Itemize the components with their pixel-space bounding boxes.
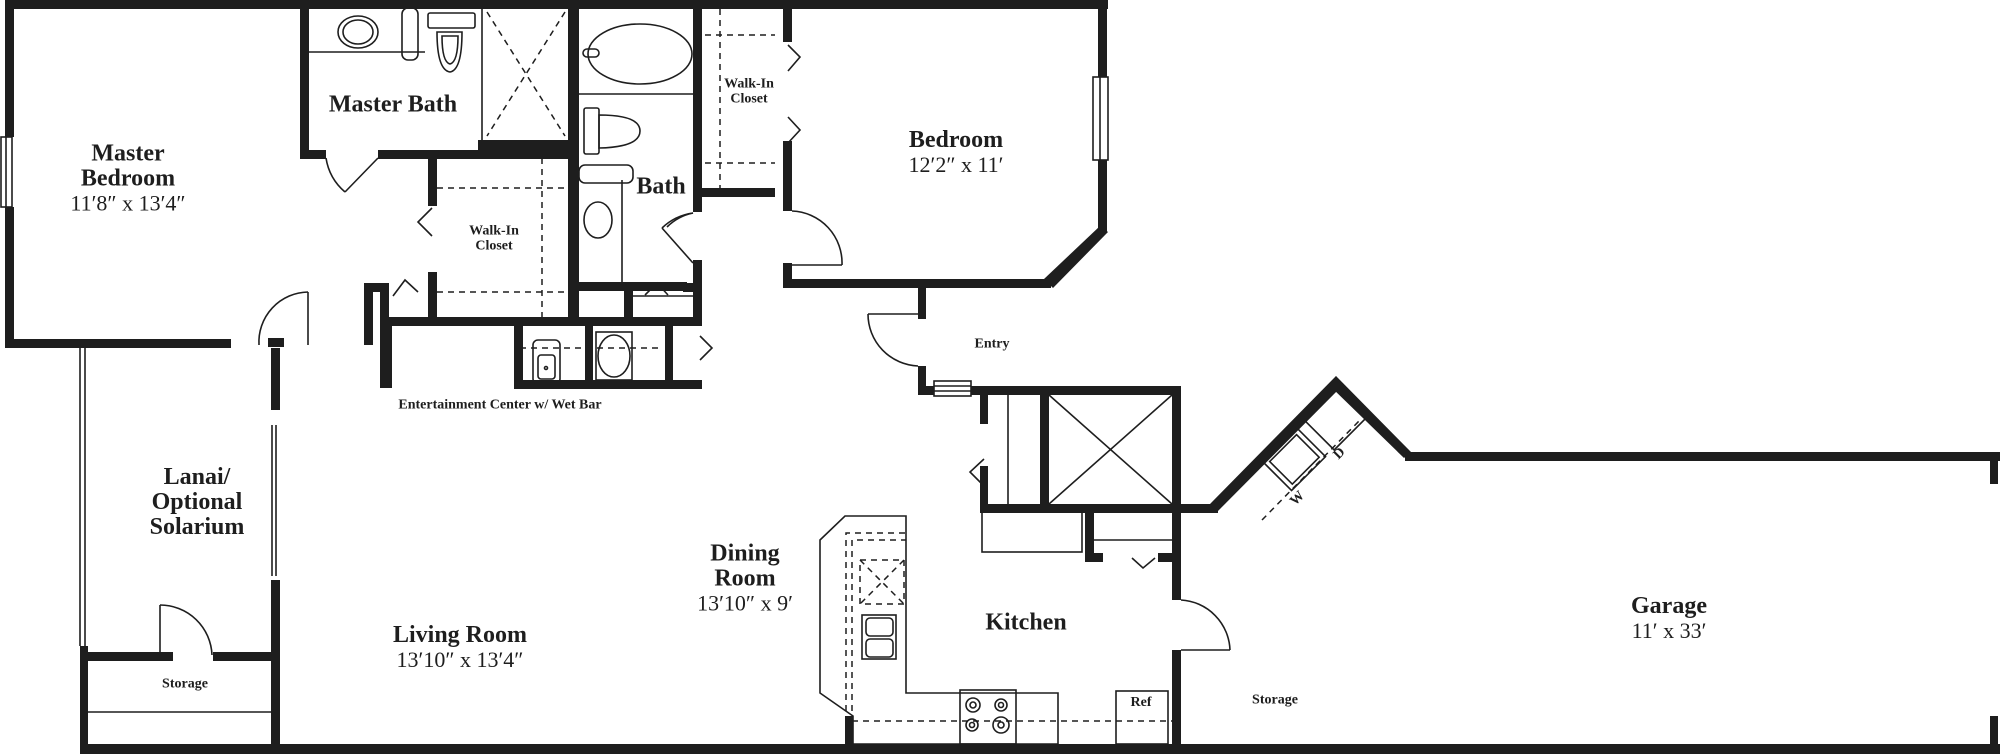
room-label-dining-room: Dining Room 13′10″ x 9′ — [697, 540, 793, 616]
room-name: Closet — [475, 238, 513, 253]
room-name: Entry — [974, 336, 1010, 352]
room-name: Living Room — [392, 621, 528, 648]
room-name: Solarium — [149, 514, 245, 541]
room-label-entertainment-center: Entertainment Center w/ Wet Bar — [398, 397, 602, 414]
room-name: Garage — [1631, 592, 1707, 619]
room-name: Lanai/ — [163, 464, 231, 491]
refrigerator-label: Ref — [1130, 695, 1152, 710]
room-label-bath: Bath — [636, 174, 685, 199]
room-label-entry: Entry — [974, 336, 1010, 353]
room-name: Kitchen — [985, 609, 1067, 636]
room-label-master-bedroom: Master Bedroom 11′8″ x 13′4″ — [70, 140, 186, 216]
room-name: Dining — [710, 540, 780, 567]
room-label-lanai: Lanai/ Optional Solarium — [150, 465, 245, 541]
room-name: Master — [91, 140, 165, 167]
room-name: Optional — [151, 489, 243, 516]
room-name: Bedroom — [908, 126, 1004, 153]
room-name: Room — [714, 565, 776, 592]
room-dimensions: 11′8″ x 13′4″ — [70, 190, 186, 216]
room-label-master-bath: Master Bath — [329, 92, 457, 117]
room-label-kitchen: Kitchen — [985, 610, 1066, 635]
room-name: Bedroom — [80, 165, 176, 192]
room-label-garage-storage: Storage — [1252, 692, 1298, 709]
room-dimensions: 13′10″ x 9′ — [697, 590, 793, 616]
room-dimensions: 13′10″ x 13′4″ — [396, 647, 524, 673]
room-name: Walk-In — [724, 76, 774, 92]
room-name: Closet — [730, 91, 768, 106]
room-name: Storage — [1252, 692, 1298, 708]
room-dimensions: 12′2″ x 11′ — [908, 152, 1004, 178]
room-name: Master Bath — [328, 91, 458, 118]
room-label-bedroom-closet: Walk-In Closet — [724, 77, 774, 106]
room-name: Walk-In — [469, 223, 519, 239]
room-label-lanai-storage: Storage — [162, 676, 208, 693]
room-label-living-room: Living Room 13′10″ x 13′4″ — [392, 621, 528, 673]
walls — [5, 0, 2000, 754]
fixtures — [0, 7, 1373, 745]
room-dimensions: 11′ x 33′ — [1631, 618, 1707, 644]
room-name: Entertainment Center w/ Wet Bar — [398, 397, 602, 413]
room-label-master-closet: Walk-In Closet — [469, 224, 519, 253]
room-name: Storage — [162, 676, 208, 692]
room-label-bedroom: Bedroom 12′2″ x 11′ — [908, 126, 1004, 178]
room-label-garage: Garage 11′ x 33′ — [1631, 592, 1707, 644]
room-name: Bath — [636, 173, 686, 200]
